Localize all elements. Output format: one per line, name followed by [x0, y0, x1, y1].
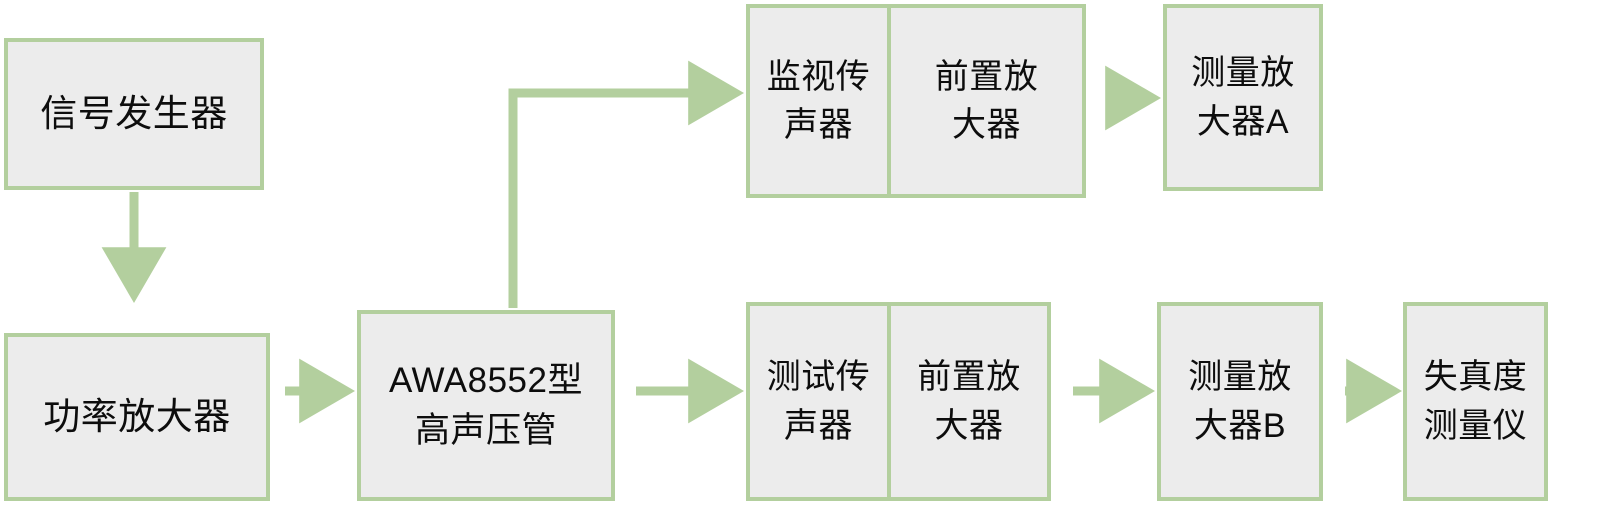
node-test-microphone-line1: 测试传: [766, 358, 871, 397]
node-high-pressure-tube-line1: AWA8552型: [389, 360, 583, 400]
node-measure-amp-b[interactable]: 测量放 大器B: [1157, 302, 1323, 501]
node-monitor-microphone[interactable]: 监视传 声器: [746, 4, 889, 198]
node-signal-generator[interactable]: 信号发生器: [4, 38, 264, 190]
node-distortion-meter[interactable]: 失真度 测量仪: [1403, 302, 1548, 501]
node-preamp-top[interactable]: 前置放 大器: [889, 4, 1086, 198]
node-power-amplifier-line1: 功率放大器: [43, 395, 231, 437]
node-preamp-bottom-line1: 前置放: [917, 358, 1021, 397]
node-distortion-meter-line1: 失真度: [1423, 358, 1528, 397]
node-distortion-meter-line2: 测量仪: [1423, 406, 1528, 445]
node-preamp-top-line1: 前置放: [934, 57, 1039, 96]
edge-high-pressure-tube-to-monitor-microphone: [508, 60, 745, 308]
node-high-pressure-tube-line2: 高声压管: [414, 410, 557, 450]
node-measure-amp-a-line2: 大器A: [1196, 102, 1290, 141]
node-monitor-microphone-line1: 监视传: [766, 57, 871, 96]
node-preamp-top-line2: 大器: [952, 106, 1021, 144]
node-test-microphone-line2: 声器: [784, 406, 853, 445]
node-preamp-bottom-line2: 大器: [934, 406, 1004, 445]
node-measure-amp-b-line1: 测量放: [1188, 358, 1292, 397]
node-measure-amp-a-line1: 测量放: [1191, 54, 1295, 93]
node-measure-amp-b-line2: 大器B: [1193, 406, 1287, 445]
node-signal-generator-line1: 信号发生器: [40, 92, 228, 134]
node-test-microphone[interactable]: 测试传 声器: [746, 302, 889, 501]
node-measure-amp-a[interactable]: 测量放 大器A: [1163, 4, 1323, 191]
node-preamp-bottom[interactable]: 前置放 大器: [889, 302, 1051, 501]
node-monitor-microphone-line2: 声器: [784, 106, 853, 144]
node-power-amplifier[interactable]: 功率放大器: [4, 333, 270, 501]
node-high-pressure-tube[interactable]: AWA8552型 高声压管: [357, 310, 615, 501]
